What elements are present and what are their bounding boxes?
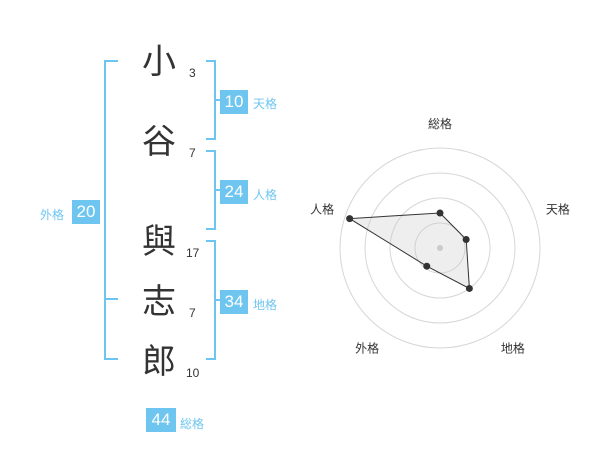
gaikaku-label: 外格 (40, 208, 65, 222)
soukaku-label: 総格 (180, 417, 205, 431)
name-char-2: 谷 (142, 122, 176, 162)
jinkaku-badge: 24 (220, 180, 248, 204)
radar-axis-label-2: 天格 (546, 202, 570, 217)
radar-axis-label-1: 総格 (428, 116, 452, 131)
radar-axis-label-4: 外格 (355, 340, 379, 355)
radar-ring-4 (339, 147, 541, 349)
tenkaku-label: 天格 (253, 97, 278, 111)
name-char-3: 與 (142, 222, 176, 262)
gaikaku-bracket-lower (104, 298, 118, 360)
jinkaku-connector (214, 189, 222, 191)
radar-point-5 (346, 215, 354, 223)
radar-point-1 (436, 209, 444, 217)
name-char-1: 小 (142, 42, 176, 82)
chikaku-badge: 34 (220, 290, 248, 314)
tenkaku-badge: 10 (220, 90, 248, 114)
stroke-count-4: 7 (189, 306, 196, 320)
stroke-count-2: 7 (189, 146, 196, 160)
radar-axis-label-5: 人格 (310, 202, 334, 217)
radar-ring-3 (364, 172, 516, 324)
gaikaku-badge: 20 (72, 200, 100, 224)
soukaku-badge: 44 (146, 408, 176, 432)
name-char-4: 志 (142, 282, 176, 322)
chikaku-connector (214, 299, 222, 301)
stroke-count-5: 10 (186, 366, 200, 380)
radar-point-3 (465, 284, 473, 292)
chikaku-label: 地格 (253, 298, 278, 312)
tenkaku-connector (214, 99, 222, 101)
radar-point-2 (462, 236, 470, 244)
radar-center (437, 245, 443, 251)
jinkaku-label: 人格 (253, 188, 278, 202)
stroke-count-3: 17 (186, 246, 200, 260)
name-char-5: 郎 (142, 342, 176, 382)
radar-axis-label-3: 地格 (501, 340, 525, 355)
radar-point-4 (423, 262, 431, 270)
radar-series-shape (347, 212, 470, 290)
radar-ring-2 (389, 197, 491, 299)
stroke-count-1: 3 (189, 66, 196, 80)
